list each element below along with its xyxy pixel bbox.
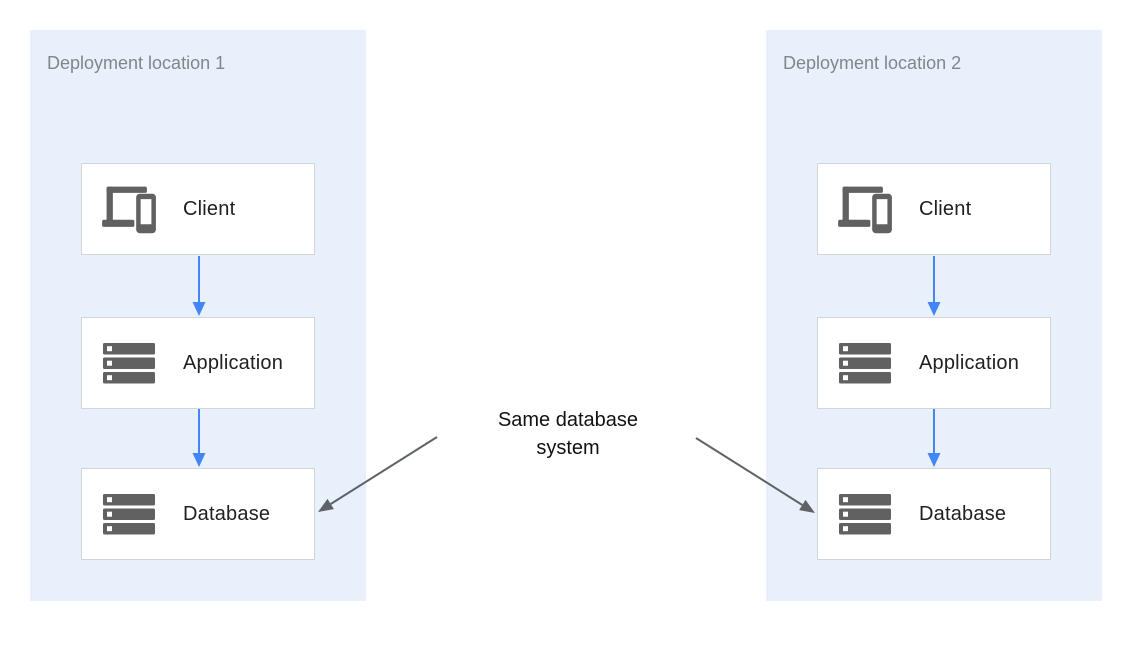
- node-label: Client: [183, 197, 236, 220]
- server-stack-icon: [837, 493, 893, 535]
- node-label: Application: [183, 351, 284, 374]
- node-client: Client: [817, 163, 1051, 255]
- node-label: Database: [183, 502, 271, 525]
- client-devices-icon: [101, 183, 157, 235]
- node-client: Client: [81, 163, 315, 255]
- server-stack-icon: [101, 493, 157, 535]
- panel-deployment-location-2: Deployment location 2 Client: [766, 30, 1102, 601]
- panel-title: Deployment location 2: [783, 53, 962, 73]
- annotation-line-2: system: [536, 437, 600, 459]
- node-database: Database: [817, 468, 1051, 560]
- server-stack-icon: [101, 342, 157, 384]
- node-application: Application: [81, 317, 315, 409]
- client-devices-icon: [837, 183, 893, 235]
- node-label: Database: [919, 502, 1007, 525]
- annotation-same-database-system: Same database system: [458, 406, 678, 462]
- panel-title: Deployment location 1: [47, 53, 226, 73]
- node-label: Client: [919, 197, 972, 220]
- node-label: Application: [919, 351, 1020, 374]
- annotation-line-1: Same database: [497, 409, 639, 431]
- server-stack-icon: [837, 342, 893, 384]
- node-database: Database: [81, 468, 315, 560]
- node-application: Application: [817, 317, 1051, 409]
- panel-deployment-location-1: Deployment location 1 Client: [30, 30, 366, 601]
